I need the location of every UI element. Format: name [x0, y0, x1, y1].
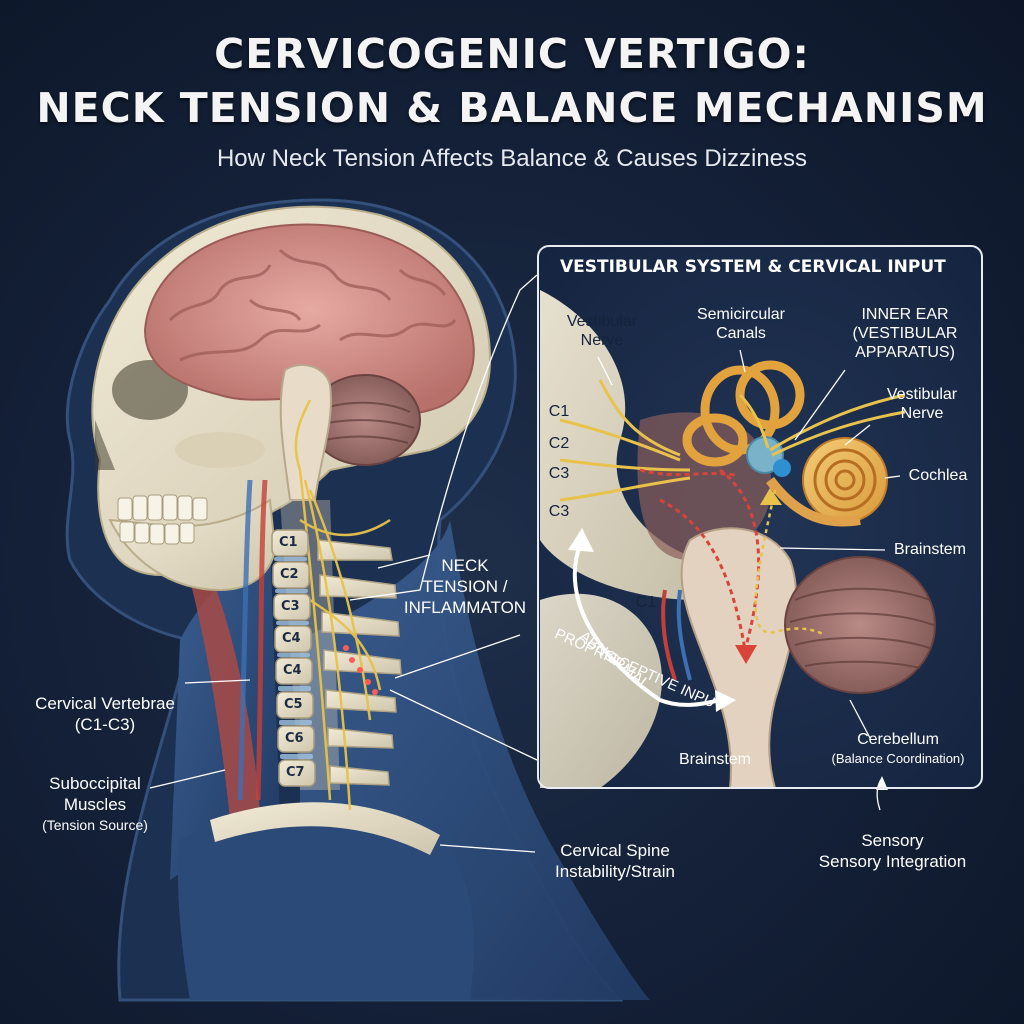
jaw-bone [108, 498, 277, 592]
level-label-c1: C1 [548, 403, 570, 420]
vestibular-nerve-right-label: Vestibular Nerve [886, 386, 958, 422]
neck-tension-label: NECK TENSION / INFLAMMATON [403, 556, 527, 617]
sensory-integration-label: Sensory Sensory Integration [818, 831, 967, 871]
vertebra-label: C4 [283, 663, 302, 678]
signal-arrowhead-up [760, 488, 782, 505]
nasal-cavity [95, 420, 115, 470]
cochlea-label: Cochlea [908, 467, 968, 484]
vertebra-label: C3 [281, 599, 300, 614]
level-label-c3-second: C3 [548, 503, 570, 520]
vertebra-label: C7 [286, 765, 305, 780]
vestibular-nerve-fibers [559, 379, 906, 502]
vestibular-inset-panel [537, 245, 983, 789]
vertebral-bodies [271, 529, 316, 787]
cervical-spine-label: Cervical Spine Instability/Strain [555, 841, 675, 881]
proprioceptive-signal-paths [639, 468, 761, 651]
cervical-bone-inset [540, 593, 662, 788]
vertebral-artery [255, 479, 268, 801]
vestibular-nerve-left-label: Vestibular Nerve [566, 313, 638, 349]
level-label-c3: C3 [548, 465, 570, 482]
leader-lines [149, 274, 538, 853]
cervical-nerves [294, 399, 391, 811]
clavicle-bone [210, 802, 440, 855]
shoulder-muscle [178, 808, 474, 1000]
vertebra-label: C4 [282, 631, 301, 646]
semicircular-canals-label: Semicircular Canals [696, 306, 785, 342]
vertebra-label: C2 [280, 567, 299, 582]
page-title-line-1: CERVICOGENIC VERTIGO: [214, 30, 810, 78]
teeth [117, 494, 208, 545]
page-title-line-2: NECK TENSION & BALANCE MECHANISM [36, 84, 988, 132]
jugular-vein [237, 479, 253, 801]
cervical-vertebrae-label: Cervical Vertebrae (C1-C3) [35, 694, 175, 734]
level-label-c2: C2 [548, 435, 570, 452]
vertebra-label: C5 [284, 697, 303, 712]
cheekbone [175, 432, 265, 468]
signal-arrowhead [735, 645, 757, 664]
brainstem-left [279, 364, 332, 501]
page-subtitle: How Neck Tension Affects Balance & Cause… [216, 145, 808, 172]
suboccipital-muscles-label: Suboccipital Muscles (Tension Source) [42, 774, 148, 833]
temporal-bone [540, 290, 700, 600]
inflammation-dots [343, 645, 378, 695]
inner-ear-label: INNER EAR (VESTIBULAR APPARATUS) [852, 306, 958, 361]
curved-feedback-arrow [572, 544, 721, 707]
brainstem-upper-label: Brainstem [893, 541, 967, 558]
inset-panel-title: VESTIBULAR SYSTEM & CERVICAL INPUT [560, 257, 946, 277]
level-label-c1-lower: C1 [635, 594, 657, 611]
sensory-signal-paths [754, 489, 826, 637]
brain-gyri [168, 248, 457, 362]
brainstem-inset [680, 527, 798, 789]
brainstem-lower-label: Brainstem [678, 751, 752, 768]
cerebrum [143, 223, 475, 415]
vertebra-label: C6 [285, 731, 304, 746]
cerebellum-label: Cerebellum (Balance Coordination) [831, 731, 965, 766]
vertebra-label: C1 [279, 535, 298, 550]
semicircular-canals-drawing [682, 360, 805, 467]
